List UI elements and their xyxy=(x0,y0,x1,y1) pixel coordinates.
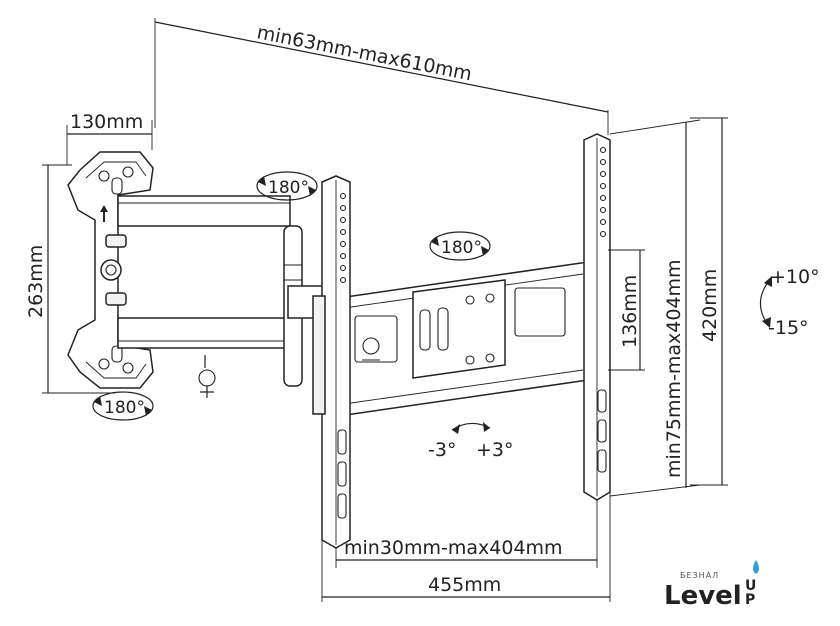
swivel-left-label: -3° xyxy=(428,439,456,461)
wall-height-label: 263mm xyxy=(25,245,47,318)
swivel-right-label: +3° xyxy=(476,439,514,461)
logo-level-text: Level xyxy=(664,581,742,611)
swivel-right-arrow-icon xyxy=(483,422,490,432)
tilt-down-arrow-icon xyxy=(762,317,771,328)
logo-small-text: БЕЗНАЛ xyxy=(680,571,719,580)
tilt-indicator: +10° -15° xyxy=(759,266,820,339)
inner-height-label: 136mm xyxy=(619,275,641,348)
rotation-arrow-icon xyxy=(481,246,489,256)
rotation-arrow-icon xyxy=(94,396,102,406)
vertical-bar-right xyxy=(583,133,611,501)
tilt-up-arrow-icon xyxy=(764,276,772,287)
swivel-left-arrow-icon xyxy=(452,424,460,434)
rotation-arm-top-label: 180° xyxy=(268,178,309,198)
top-span-dimension: min63mm-max610mm xyxy=(154,18,609,135)
wall-plate xyxy=(67,151,154,389)
rotation-arrow-icon xyxy=(258,176,266,186)
wall-height-dimension: 263mm xyxy=(25,164,115,394)
rotation-arrow-icon xyxy=(308,186,316,196)
vesa-plate xyxy=(324,261,589,419)
tilt-down-label: -15° xyxy=(768,317,809,339)
rotation-center-label: 180° xyxy=(441,238,482,258)
horizontal-span-label: min30mm-max404mm xyxy=(344,537,563,559)
wall-width-label: 130mm xyxy=(70,111,143,133)
rotation-arrow-icon xyxy=(144,406,152,416)
wall-width-dimension: 130mm xyxy=(66,111,153,165)
bottom-dimensions: min30mm-max404mm 455mm xyxy=(321,492,611,602)
swing-arm xyxy=(117,195,329,398)
rotation-arm-top: 180° xyxy=(256,171,318,201)
rotation-bottom-left-label: 180° xyxy=(104,398,145,418)
rotation-center: 180° xyxy=(429,231,491,261)
top-span-label: min63mm-max610mm xyxy=(255,21,474,85)
tilt-up-label: +10° xyxy=(770,266,820,288)
drop-icon xyxy=(753,560,759,574)
logo-u-text: U xyxy=(745,578,756,594)
plate-height-label: 420mm xyxy=(699,269,721,342)
rotation-bottom-left: 180° xyxy=(92,391,154,421)
rotation-arrow-icon xyxy=(431,236,439,246)
total-width-label: 455mm xyxy=(428,574,501,596)
brand-logo: БЕЗНАЛ Level U P xyxy=(664,560,759,611)
right-dimensions: 136mm min75mm-max404mm 420mm xyxy=(608,117,728,497)
swivel-indicator: -3° +3° xyxy=(428,422,514,461)
vertical-span-label: min75mm-max404mm xyxy=(663,259,685,478)
vertical-bar-left xyxy=(312,175,351,549)
logo-p-text: P xyxy=(745,592,755,608)
